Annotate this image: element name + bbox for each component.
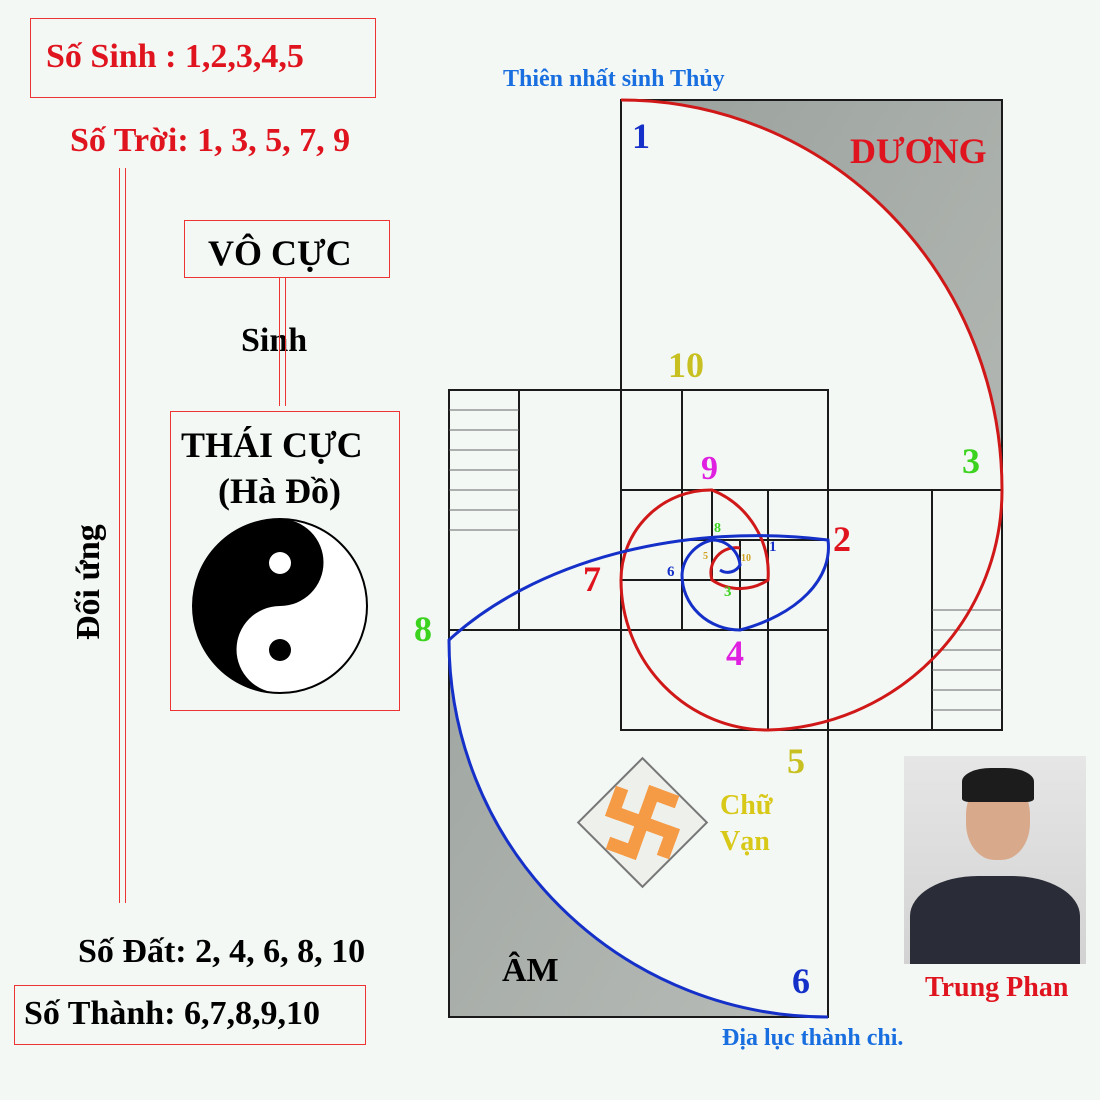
number-4: 4 [726,633,744,673]
am-label: ÂM [502,952,559,989]
chu-van-label-1: Chữ [720,790,773,821]
vo-cuc-label: VÔ CỰC [208,233,352,273]
number-9: 9 [701,450,718,487]
author-name: Trung Phan [925,972,1069,1003]
small-number-1: 1 [769,539,777,555]
number-2: 2 [833,519,851,559]
small-number-3: 3 [724,584,732,600]
small-number-10: 10 [741,553,751,564]
number-3: 3 [962,441,980,481]
small-number-8: 8 [714,521,721,536]
yin-yang-icon [192,518,368,694]
so-sinh-box [30,18,376,98]
doi-ung-label: Đối ứng [70,524,107,640]
ha-do-label: (Hà Đồ) [218,471,341,511]
so-sinh-label: Số Sinh : 1,2,3,4,5 [46,38,304,75]
number-6: 6 [792,961,810,1001]
small-number-5: 5 [703,551,708,562]
doi-ung-arrow [119,168,126,903]
so-thanh-box [14,985,366,1045]
top-caption: Thiên nhất sinh Thủy [503,66,725,92]
thai-cuc-label: THÁI CỰC [181,425,363,465]
number-1: 1 [632,116,650,156]
number-8: 8 [414,609,432,649]
number-10: 10 [668,345,704,385]
number-7: 7 [583,559,601,599]
sinh-label: Sinh [241,322,308,359]
duong-label: DƯƠNG [850,131,987,171]
small-number-6: 6 [667,564,675,580]
hatching [449,409,1002,711]
sinh-arrow [279,278,286,406]
chu-van-symbol-icon [576,756,709,889]
so-troi-label: Số Trời: 1, 3, 5, 7, 9 [70,122,351,159]
red-spiral [619,98,1004,732]
chu-van-label-2: Vạn [720,826,770,857]
author-photo [904,756,1086,964]
blue-spiral [447,534,830,1019]
number-5: 5 [787,741,805,781]
bottom-caption: Địa lục thành chi. [722,1025,904,1051]
so-thanh-label: Số Thành: 6,7,8,9,10 [24,995,321,1032]
so-dat-label: Số Đất: 2, 4, 6, 8, 10 [78,933,366,970]
thai-cuc-box [170,411,400,711]
vo-cuc-box [184,220,390,278]
